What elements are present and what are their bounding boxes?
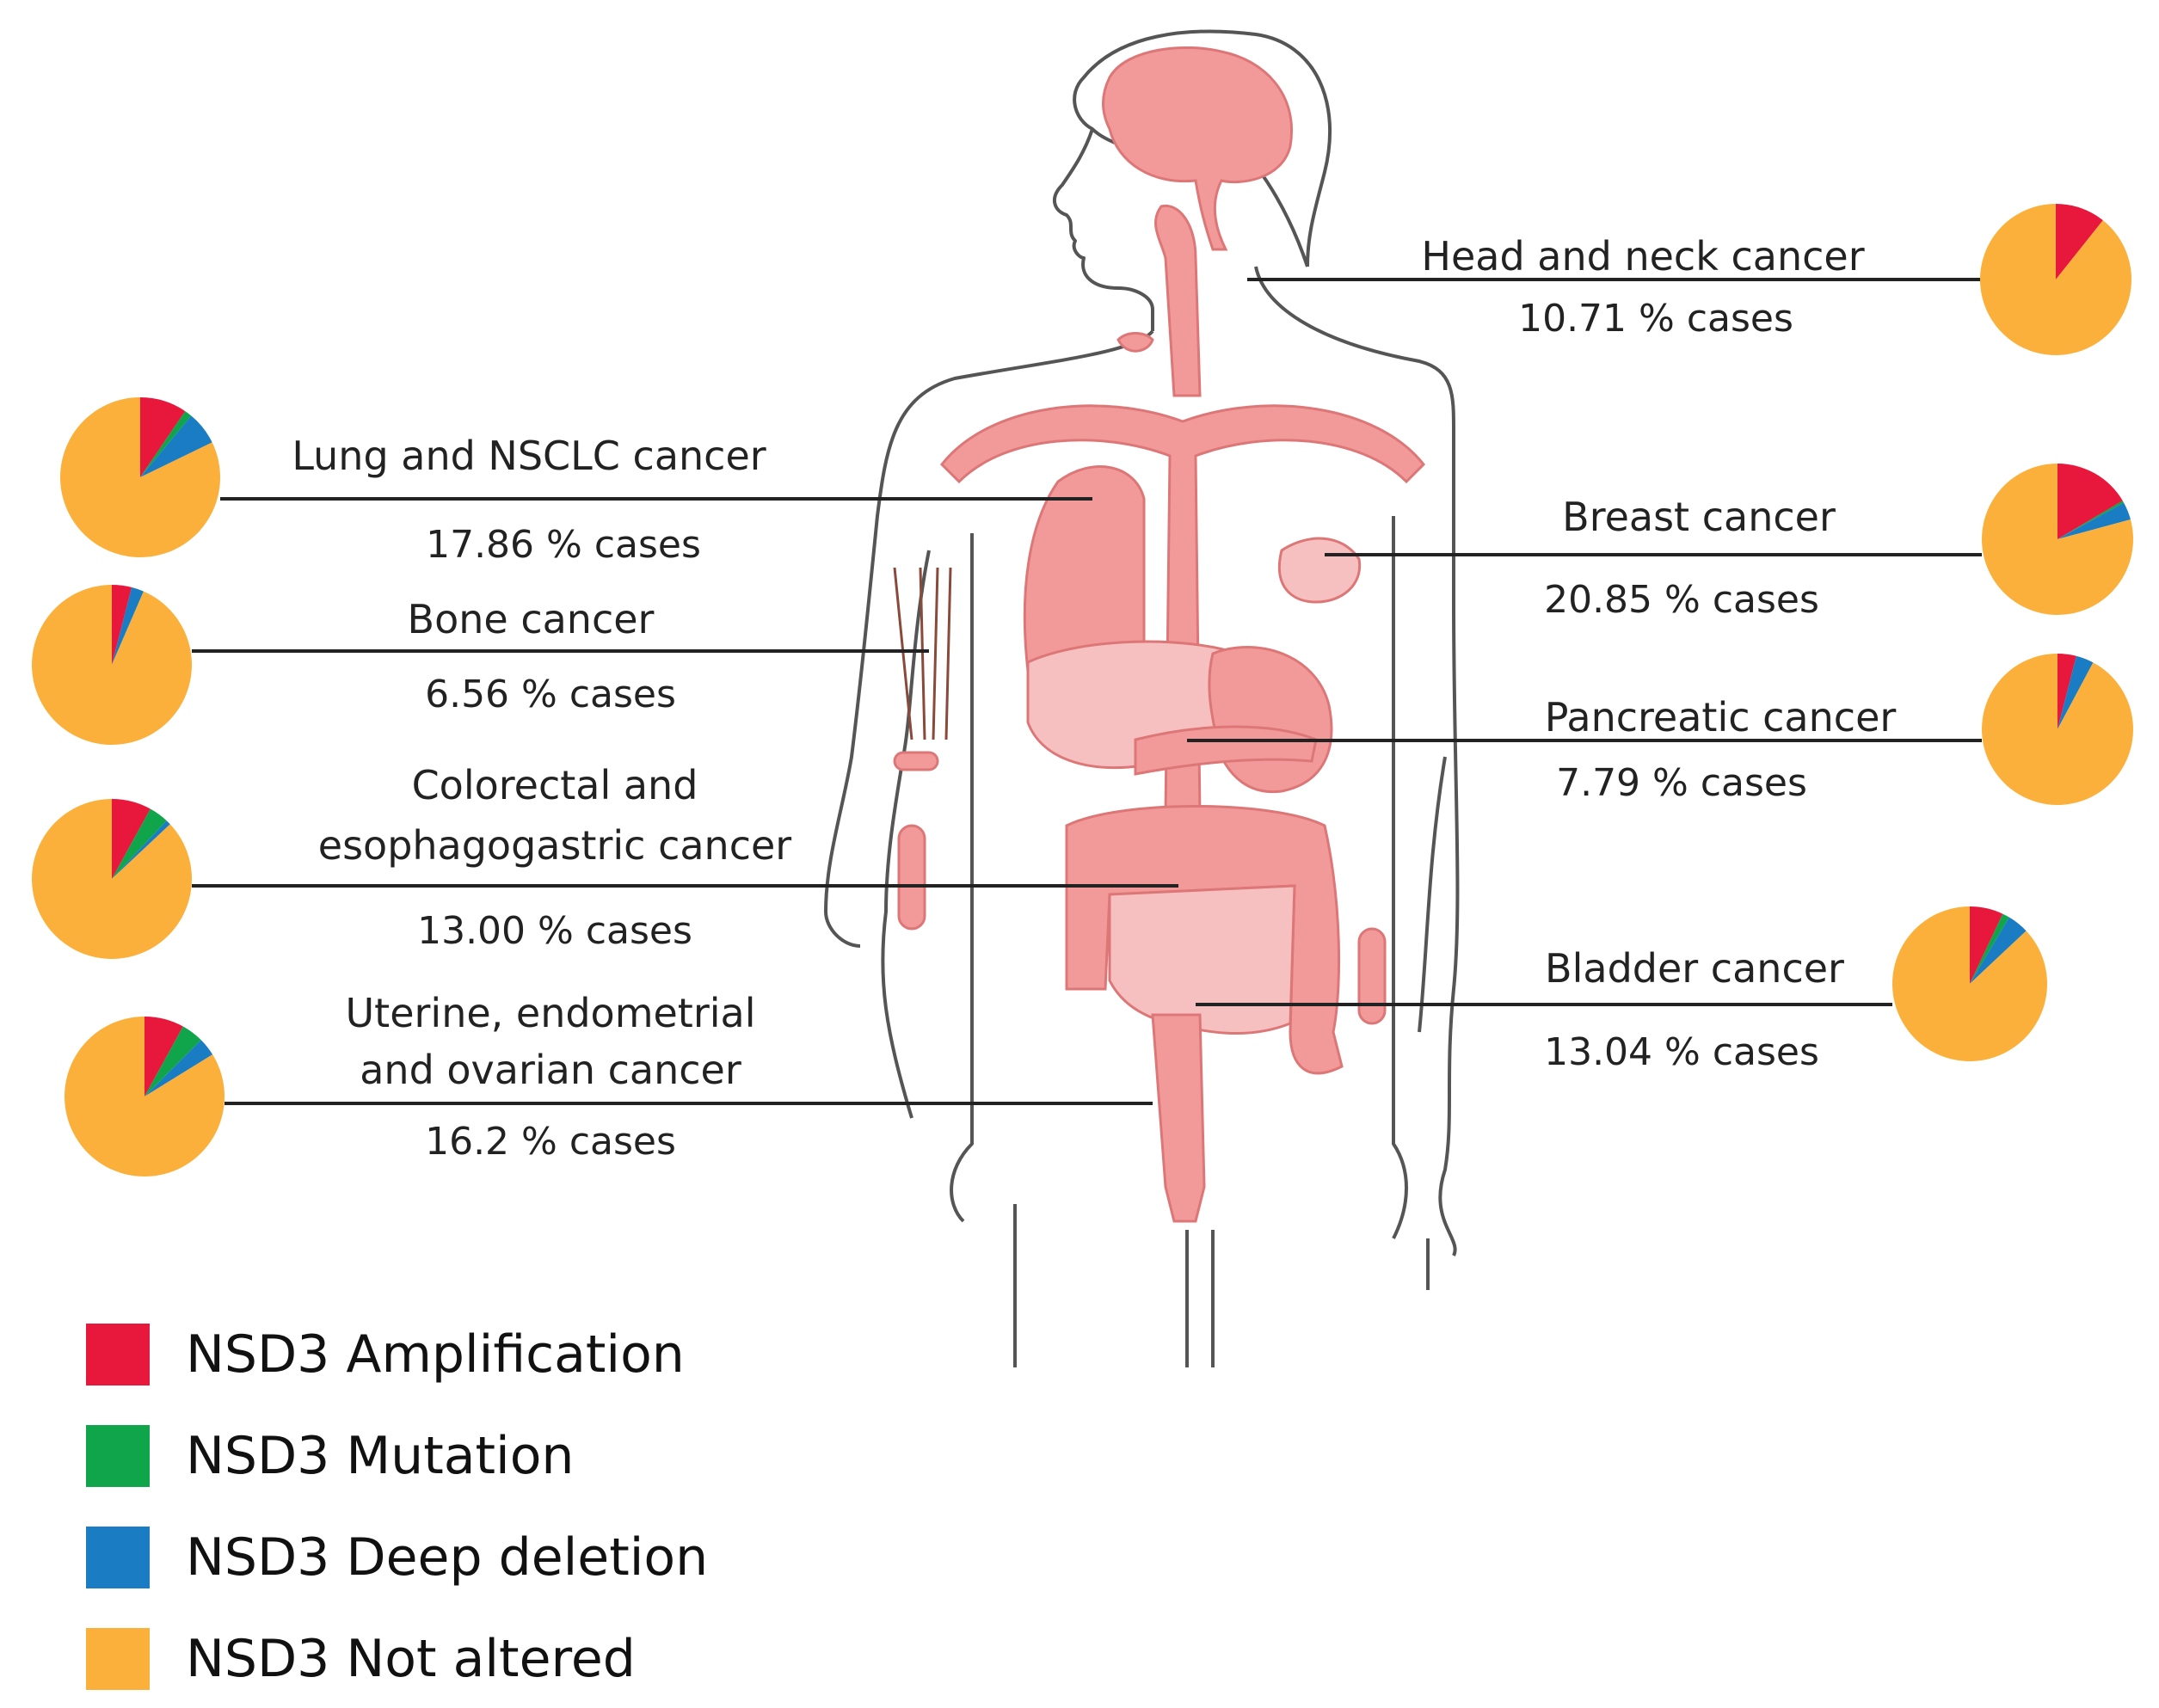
pie-slice-bladder-deep-deletion xyxy=(1970,917,2027,984)
legend-swatch-mutation xyxy=(86,1425,150,1487)
pie-slice-uterine-not-altered xyxy=(64,1017,225,1177)
legend-label-deep-deletion: NSD3 Deep deletion xyxy=(186,1527,709,1588)
legend-item-not-altered: NSD3 Not altered xyxy=(86,1625,636,1693)
pancreas xyxy=(1134,725,1318,776)
pie-slice-bone-deep-deletion xyxy=(112,587,144,665)
rectum-bladder xyxy=(1151,1013,1206,1223)
pie-slice-uterine-mutation xyxy=(145,1026,201,1097)
pie-chart-bone xyxy=(32,585,193,745)
pie-chart-colorectal xyxy=(32,799,193,959)
face-outline xyxy=(1053,128,1154,331)
pie-slice-lung-mutation xyxy=(140,411,192,477)
pie-slice-pancreatic-amplification xyxy=(2058,654,2076,729)
trachea-aorta xyxy=(939,404,1426,819)
pie-slice-lung-not-altered xyxy=(60,397,220,558)
bone-outline xyxy=(893,567,952,740)
legend-swatch-deep-deletion xyxy=(86,1527,150,1588)
elbow-tissue xyxy=(893,751,939,771)
pie-slice-head-neck-not-altered xyxy=(1980,204,2132,355)
forearm-tissue-left xyxy=(897,824,926,931)
pie-chart-uterine xyxy=(64,1017,225,1177)
pie-slice-breast-amplification xyxy=(2058,464,2123,539)
label-lung: Lung and NSCLC cancer xyxy=(292,433,766,479)
label-head-neck: Head and neck cancer xyxy=(1421,233,1865,280)
pie-slice-breast-mutation xyxy=(2058,501,2125,539)
thyroid xyxy=(1116,332,1154,353)
pct-head-neck: 10.71 % cases xyxy=(1518,297,1793,341)
label-colorectal-line2: esophagogastric cancer xyxy=(317,822,792,869)
pct-bladder: 13.04 % cases xyxy=(1544,1030,1819,1074)
pct-pancreatic: 7.79 % cases xyxy=(1556,761,1807,805)
left-arm xyxy=(881,533,974,1223)
legend-swatch-not-altered xyxy=(86,1628,150,1690)
pct-breast: 20.85 % cases xyxy=(1544,578,1819,622)
pie-chart-bladder xyxy=(1892,906,2047,1062)
small-intestine xyxy=(1108,884,1296,1035)
pie-chart-breast xyxy=(1982,464,2133,616)
pie-slice-lung-deep-deletion xyxy=(140,415,212,477)
legend-swatch-amplification xyxy=(86,1324,150,1385)
legend-label-not-altered: NSD3 Not altered xyxy=(186,1629,636,1689)
pie-slice-colorectal-deep-deletion xyxy=(112,820,170,879)
legend-label-mutation: NSD3 Mutation xyxy=(186,1426,575,1486)
right-arm xyxy=(1392,516,1447,1239)
legend-item-deep-deletion: NSD3 Deep deletion xyxy=(86,1523,708,1592)
legend-item-mutation: NSD3 Mutation xyxy=(86,1422,574,1490)
stomach xyxy=(1208,646,1333,794)
breast-tissue xyxy=(1277,537,1362,604)
pie-chart-lung xyxy=(60,397,220,558)
pie-slice-colorectal-amplification xyxy=(112,799,151,879)
pie-slice-uterine-deep-deletion xyxy=(145,1040,213,1097)
label-colorectal: Colorectal and esophagogastric cancer xyxy=(318,761,791,869)
pct-colorectal: 13.00 % cases xyxy=(417,909,692,953)
pct-uterine: 16.2 % cases xyxy=(425,1120,676,1164)
pie-slice-pancreatic-deep-deletion xyxy=(2058,655,2094,729)
forearm-tissue-right xyxy=(1357,927,1387,1025)
pie-slice-bladder-mutation xyxy=(1970,913,2009,984)
large-intestine xyxy=(1065,805,1344,1075)
pie-slice-bladder-not-altered xyxy=(1892,906,2047,1062)
pie-slice-pancreatic-not-altered xyxy=(1982,654,2133,805)
pie-chart-pancreatic xyxy=(1982,654,2133,805)
pie-slice-head-neck-amplification xyxy=(2056,204,2103,280)
label-colorectal-line1: Colorectal and xyxy=(411,762,698,808)
pie-slice-breast-deep-deletion xyxy=(2058,502,2131,539)
legend-item-amplification: NSD3 Amplification xyxy=(86,1320,685,1389)
pie-slice-uterine-amplification xyxy=(145,1017,183,1097)
legs xyxy=(1013,1204,1430,1367)
label-uterine-line2: and ovarian cancer xyxy=(360,1047,741,1093)
pie-slice-bone-not-altered xyxy=(32,585,193,745)
label-bladder: Bladder cancer xyxy=(1545,945,1844,992)
pie-slice-breast-not-altered xyxy=(1982,464,2133,616)
label-uterine: Uterine, endometrial and ovarian cancer xyxy=(345,989,755,1094)
label-uterine-line1: Uterine, endometrial xyxy=(345,990,756,1036)
esophagus xyxy=(1154,204,1202,397)
brain xyxy=(1102,46,1293,251)
label-breast: Breast cancer xyxy=(1562,494,1836,540)
pct-lung: 17.86 % cases xyxy=(426,523,701,567)
pct-bone: 6.56 % cases xyxy=(425,673,676,716)
pie-slice-lung-amplification xyxy=(140,397,186,477)
pie-slice-colorectal-not-altered xyxy=(32,799,193,959)
pie-chart-head-neck xyxy=(1980,204,2132,355)
legend-label-amplification: NSD3 Amplification xyxy=(186,1324,685,1385)
label-pancreatic: Pancreatic cancer xyxy=(1544,694,1897,740)
label-bone: Bone cancer xyxy=(407,596,655,642)
pie-slice-bladder-amplification xyxy=(1970,906,2003,984)
pie-slice-bone-amplification xyxy=(112,585,132,665)
pie-slice-colorectal-mutation xyxy=(112,808,167,879)
torso-outline xyxy=(824,266,1460,1256)
